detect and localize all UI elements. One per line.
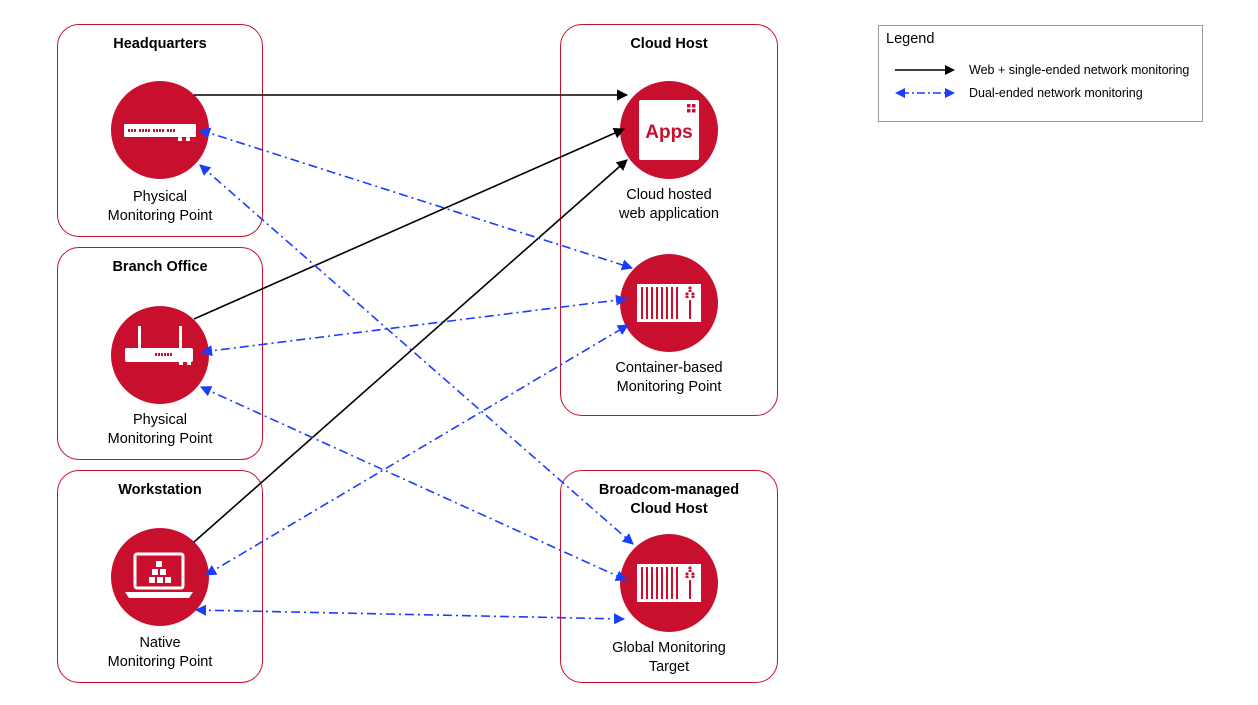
cloud-web-application-caption: Cloud hosted web application xyxy=(619,187,719,222)
legend-item-dual-ended: Dual-ended network monitoring xyxy=(893,83,1143,103)
rack-appliance-icon xyxy=(124,124,196,141)
native-monitoring-point xyxy=(111,528,209,626)
legend-label-single-ended: Web + single-ended network monitoring xyxy=(969,63,1190,77)
broadcom-cloud-host-title: Broadcom-managed Cloud Host xyxy=(598,482,740,517)
container-icon xyxy=(637,564,701,602)
headquarters-title: Headquarters xyxy=(113,36,207,52)
apps-badge-text: Apps xyxy=(645,122,693,143)
cloud-web-application: Apps xyxy=(620,81,718,179)
container-monitoring-point xyxy=(620,254,718,352)
laptop-agent-icon xyxy=(125,552,193,598)
solid-arrow-icon xyxy=(895,65,955,75)
native-monitoring-point-caption: Native Monitoring Point xyxy=(107,635,213,670)
branch-monitoring-point-caption: Physical Monitoring Point xyxy=(107,412,213,447)
apps-window-icon xyxy=(639,100,699,160)
dash-dot-double-arrow-icon xyxy=(895,88,955,98)
container-monitoring-point-caption: Container-based Monitoring Point xyxy=(615,360,723,395)
hq-monitoring-point-caption: Physical Monitoring Point xyxy=(107,189,213,224)
legend-item-single-ended: Web + single-ended network monitoring xyxy=(893,60,1189,80)
global-monitoring-target xyxy=(620,534,718,632)
cloud-host-title: Cloud Host xyxy=(630,36,708,52)
router-appliance-icon xyxy=(125,326,193,365)
global-monitoring-target-caption: Global Monitoring Target xyxy=(612,640,726,675)
legend-label-dual-ended: Dual-ended network monitoring xyxy=(969,86,1143,100)
legend: Legend Web + single-ended network monito… xyxy=(878,25,1203,122)
hq-monitoring-point xyxy=(111,81,209,179)
branch-monitoring-point xyxy=(111,306,209,404)
legend-title: Legend xyxy=(886,31,935,47)
workstation-title: Workstation xyxy=(118,482,202,498)
container-icon xyxy=(637,284,701,322)
branch-office-title: Branch Office xyxy=(112,259,208,275)
